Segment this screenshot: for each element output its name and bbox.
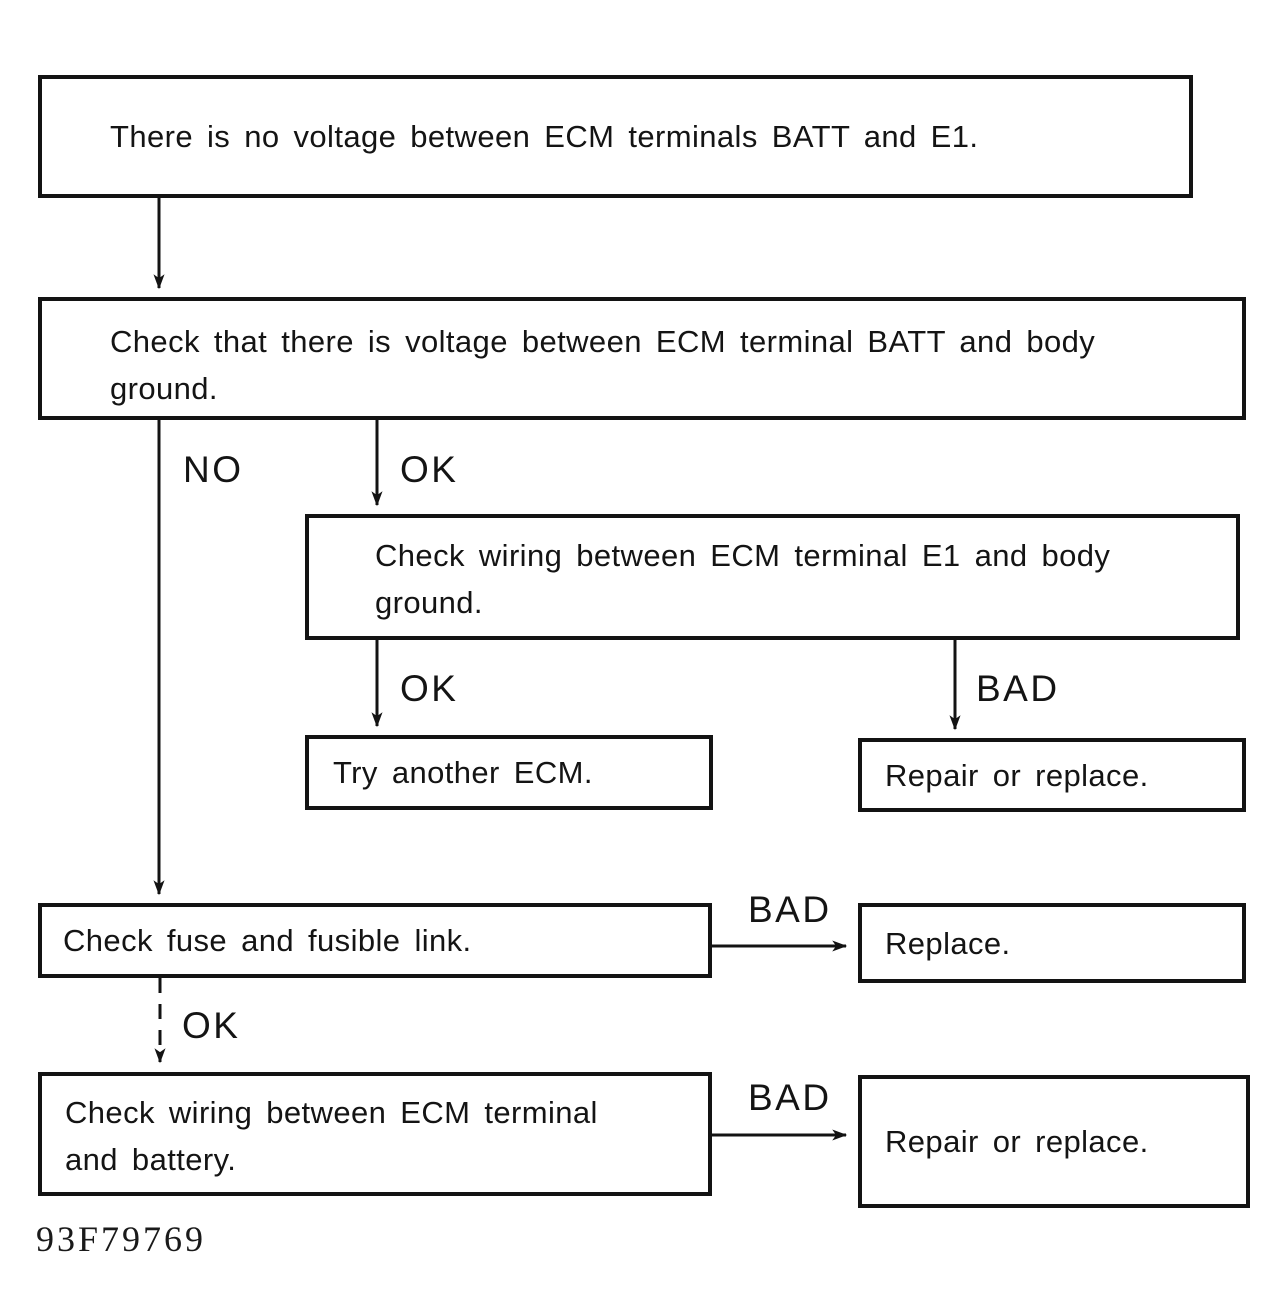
- flow-node-try-another-ecm: Try another ECM.: [305, 735, 713, 810]
- edge-label-no: NO: [183, 449, 244, 490]
- flow-node-repair-or-replace-2: Repair or replace.: [858, 1075, 1250, 1208]
- edge-label-ok-1: OK: [400, 449, 459, 490]
- edge-label-ok-2: OK: [400, 668, 459, 709]
- flow-node-check-wiring-e1-body-ground: Check wiring between ECM terminal E1 and…: [305, 514, 1240, 640]
- flow-node-repair-or-replace-1: Repair or replace.: [858, 738, 1246, 812]
- flow-node-no-voltage-batt-e1: There is no voltage between ECM terminal…: [38, 75, 1193, 198]
- edge-label-bad-3: BAD: [748, 1077, 832, 1118]
- flow-node-check-voltage-batt-body-ground: Check that there is voltage between ECM …: [38, 297, 1246, 420]
- edge-label-ok-3: OK: [182, 1005, 241, 1046]
- figure-reference-number: 93F79769: [36, 1219, 207, 1259]
- flow-node-check-fuse-fusible-link: Check fuse and fusible link.: [38, 903, 712, 978]
- edge-label-bad-2: BAD: [748, 889, 832, 930]
- edge-label-bad-1: BAD: [976, 668, 1060, 709]
- flow-node-replace: Replace.: [858, 903, 1246, 983]
- flow-node-check-wiring-ecm-battery: Check wiring between ECM terminal and ba…: [38, 1072, 712, 1196]
